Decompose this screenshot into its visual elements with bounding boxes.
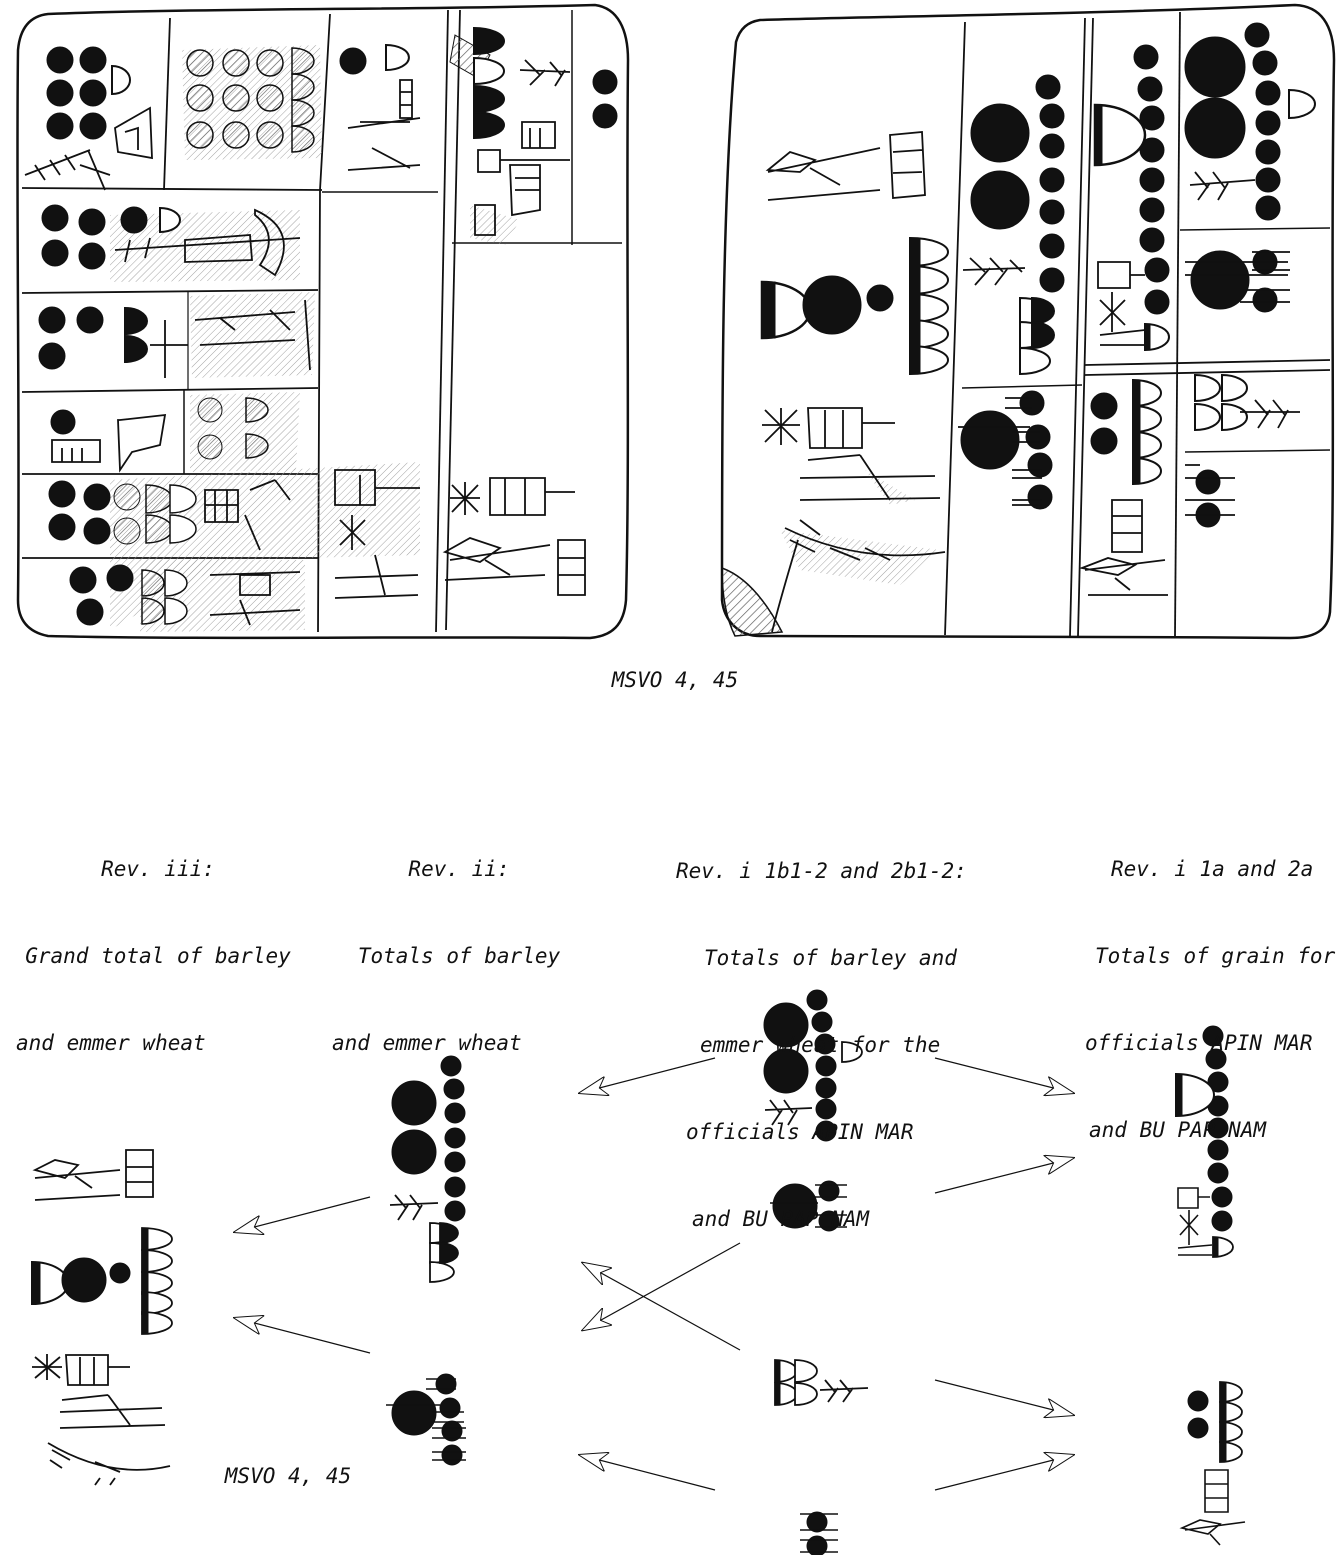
caption-line: Rev. i 1b1-2 and 2b1-2:	[676, 857, 1026, 886]
caption-rev-i-1b: Rev. i 1b1-2 and 2b1-2: Totals of barley…	[676, 799, 1026, 1263]
caption-rev-iii: Rev. iii: Grand total of barley and emme…	[0, 797, 316, 1087]
caption-line: Rev. ii:	[318, 855, 600, 884]
tablet-caption: MSVO 4, 45	[611, 668, 738, 692]
caption-line: and emmer wheat	[0, 1029, 316, 1058]
caption-rev-i-1a: Rev. i 1a and 2a Totals of grain for off…	[1085, 797, 1338, 1174]
diagram-caption: MSVO 4, 45	[224, 1464, 351, 1488]
caption-line: emmer wheat for the	[676, 1031, 1026, 1060]
caption-rev-ii: Rev. ii: Totals of barley and emmer whea…	[318, 797, 600, 1087]
caption-line: and BU PAP NAM	[1085, 1116, 1338, 1145]
caption-line: Rev. iii:	[0, 855, 316, 884]
caption-line: and BU PAP NAM	[676, 1205, 1026, 1234]
caption-line: and emmer wheat	[318, 1029, 600, 1058]
reverse-damage	[722, 470, 940, 636]
caption-line: Totals of barley	[318, 942, 600, 971]
caption-line: Rev. i 1a and 2a	[1085, 855, 1338, 884]
caption-line: Totals of grain for	[1085, 942, 1338, 971]
caption-line: officials APIN MAR	[676, 1118, 1026, 1147]
caption-line: Totals of barley and	[676, 944, 1026, 973]
caption-line: officials APIN MAR	[1085, 1029, 1338, 1058]
caption-line: Grand total of barley	[0, 942, 316, 971]
